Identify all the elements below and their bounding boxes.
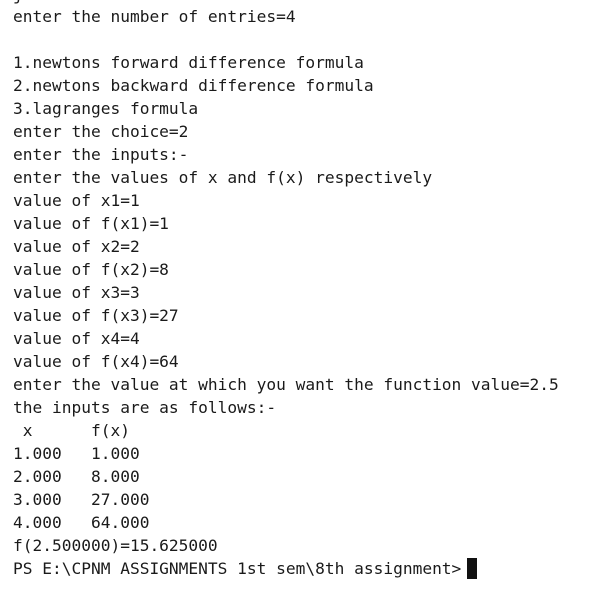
output-line: 2.newtons backward difference formula xyxy=(13,76,374,95)
output-line: enter the choice=2 xyxy=(13,122,189,141)
output-line: the inputs are as follows:- xyxy=(13,398,277,417)
table-row: 3.000 27.000 xyxy=(13,490,150,509)
output-line: value of x1=1 xyxy=(13,191,140,210)
shell-prompt: PS E:\CPNM ASSIGNMENTS 1st sem\8th assig… xyxy=(13,559,462,578)
output-line: 3.lagranges formula xyxy=(13,99,199,118)
text-cursor xyxy=(467,558,478,579)
output-line: enter the value at which you want the fu… xyxy=(13,375,559,394)
clipped-text-line: j xyxy=(13,0,23,5)
output-line: value of f(x3)=27 xyxy=(13,306,179,325)
output-line: enter the number of entries=4 xyxy=(13,7,296,26)
table-row: 1.000 1.000 xyxy=(13,444,140,463)
output-line: value of x3=3 xyxy=(13,283,140,302)
result-line: f(2.500000)=15.625000 xyxy=(13,536,218,555)
output-line: value of f(x4)=64 xyxy=(13,352,179,371)
output-line: 1.newtons forward difference formula xyxy=(13,53,364,72)
output-line: enter the inputs:- xyxy=(13,145,189,164)
output-line: value of x4=4 xyxy=(13,329,140,348)
output-line: value of x2=2 xyxy=(13,237,140,256)
output-line: value of f(x1)=1 xyxy=(13,214,169,233)
output-line: value of f(x2)=8 xyxy=(13,260,169,279)
prompt-line[interactable]: PS E:\CPNM ASSIGNMENTS 1st sem\8th assig… xyxy=(13,557,478,580)
table-header-line: x f(x) xyxy=(13,421,130,440)
output-line: enter the values of x and f(x) respectiv… xyxy=(13,168,433,187)
table-row: 4.000 64.000 xyxy=(13,513,150,532)
table-row: 2.000 8.000 xyxy=(13,467,140,486)
